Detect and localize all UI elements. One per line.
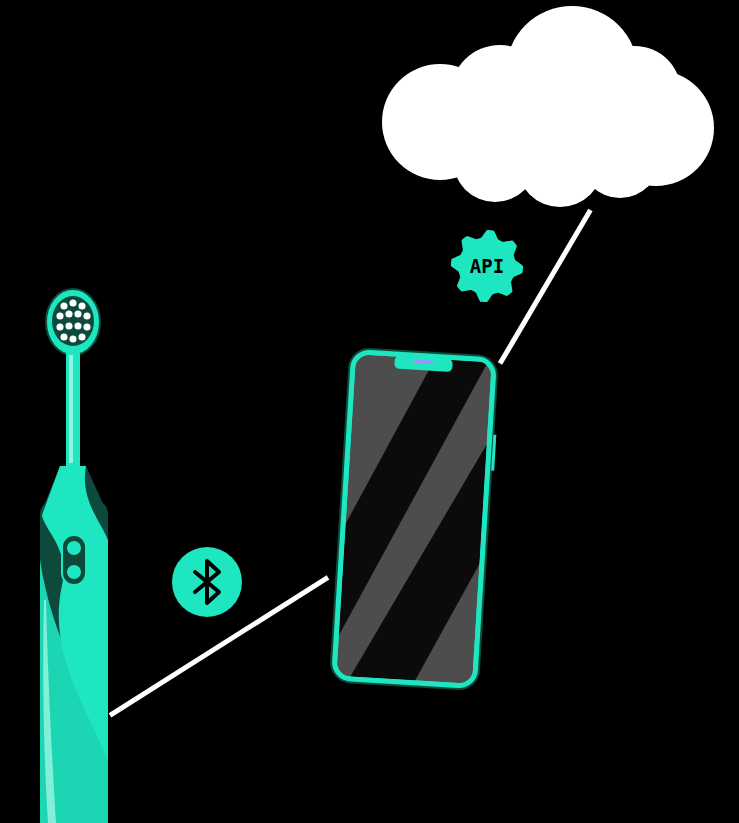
- api-badge: API: [450, 229, 524, 303]
- toothbrush-node: [38, 288, 110, 823]
- smartphone-node: [328, 346, 500, 694]
- cloud-node: [378, 3, 717, 210]
- node-illustration: [328, 346, 500, 694]
- node-illustration: [378, 3, 717, 210]
- bluetooth-circle: [172, 547, 242, 617]
- bluetooth-symbol: [195, 561, 219, 603]
- node-illustration: [38, 288, 110, 823]
- bluetooth-badge: [172, 547, 242, 617]
- api-link: [500, 210, 590, 364]
- edge-label: API: [450, 229, 524, 303]
